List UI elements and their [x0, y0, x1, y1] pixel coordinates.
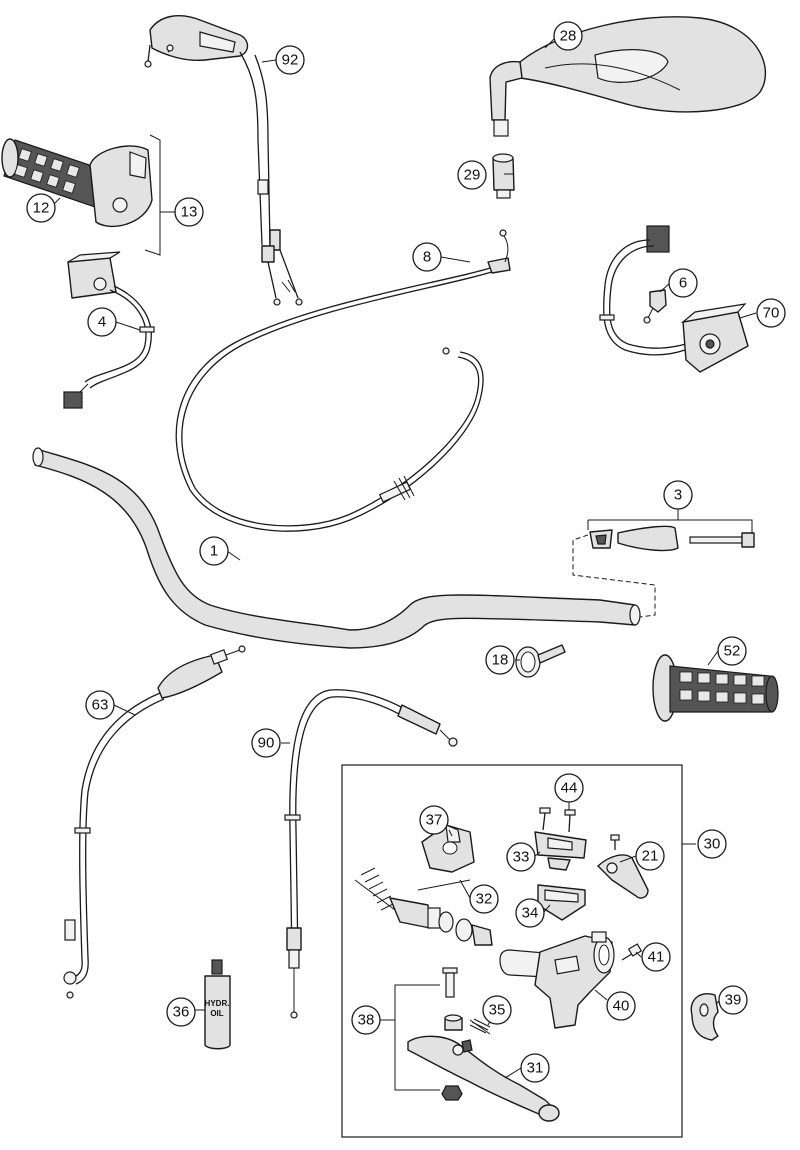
svg-text:70: 70	[763, 305, 780, 322]
svg-text:12: 12	[33, 200, 50, 217]
clutch-hose-part	[284, 689, 458, 1019]
secondary-lever-part	[597, 834, 649, 899]
clutch-cable-loop-part	[175, 229, 511, 532]
bar-end-kit-part	[572, 519, 755, 618]
cover-screws-part	[539, 807, 576, 833]
callout-8: 8	[412, 242, 442, 272]
bottle-label-line2: OIL	[210, 1009, 223, 1018]
svg-text:1: 1	[210, 543, 218, 560]
callout-38: 38	[351, 1005, 381, 1035]
kill-switch-part	[643, 289, 667, 324]
svg-text:3: 3	[674, 487, 682, 504]
master-cylinder-body-part	[499, 931, 615, 1029]
svg-text:37: 37	[426, 812, 443, 829]
callout-39: 39	[718, 985, 748, 1015]
svg-text:38: 38	[358, 1012, 375, 1029]
bellows-part	[537, 884, 586, 921]
svg-text:13: 13	[181, 204, 198, 221]
throttle-cables-part	[144, 14, 303, 306]
svg-text:32: 32	[476, 891, 493, 908]
hot-start-cable-part	[63, 645, 246, 999]
svg-text:30: 30	[704, 836, 721, 853]
mirror-part	[489, 16, 767, 137]
right-switch-part	[599, 225, 749, 373]
callout-41: 41	[641, 942, 671, 972]
callout-52: 52	[717, 636, 747, 666]
pivot-bolt-part	[394, 967, 463, 1101]
callout-92: 92	[275, 45, 305, 75]
svg-text:8: 8	[423, 249, 431, 266]
svg-text:28: 28	[560, 28, 577, 45]
svg-text:90: 90	[258, 735, 275, 752]
handlebar-part	[32, 447, 641, 649]
mirror-adapter-part	[492, 153, 515, 199]
callout-37: 37	[419, 805, 449, 835]
callout-29: 29	[457, 160, 487, 190]
svg-text:21: 21	[642, 848, 659, 865]
svg-text:31: 31	[527, 1060, 544, 1077]
callout-30: 30	[697, 829, 727, 859]
callout-63: 63	[85, 690, 115, 720]
left-switch-part	[63, 251, 155, 409]
bottle-label-line1: HYDR.	[205, 999, 230, 1008]
callout-32: 32	[469, 884, 499, 914]
callout-28: 28	[553, 21, 583, 51]
clutch-lever-part	[407, 1035, 560, 1122]
callout-18: 18	[485, 645, 515, 675]
callout-34: 34	[515, 898, 545, 928]
svg-text:41: 41	[648, 949, 665, 966]
callout-44: 44	[554, 773, 584, 803]
callout-90: 90	[251, 728, 281, 758]
svg-text:52: 52	[724, 643, 741, 660]
adjuster-screw-part	[621, 943, 643, 961]
svg-text:6: 6	[679, 275, 687, 292]
callout-35: 35	[482, 995, 512, 1025]
svg-text:36: 36	[173, 1004, 190, 1021]
callout-70: 70	[756, 298, 786, 328]
svg-text:92: 92	[282, 52, 299, 69]
svg-text:40: 40	[613, 998, 630, 1015]
return-spring-part	[469, 1018, 491, 1035]
callout-40: 40	[606, 991, 636, 1021]
svg-text:63: 63	[92, 697, 109, 714]
svg-text:44: 44	[561, 780, 578, 797]
callout-6: 6	[668, 268, 698, 298]
callout-1: 1	[199, 536, 229, 566]
svg-text:33: 33	[513, 849, 530, 866]
throttle-housing-part	[89, 134, 161, 256]
piston-kit-part	[354, 867, 493, 946]
callout-3: 3	[663, 480, 693, 510]
svg-text:18: 18	[492, 652, 509, 669]
callout-31: 31	[520, 1053, 550, 1083]
callout-21: 21	[635, 841, 665, 871]
svg-text:35: 35	[489, 1002, 506, 1019]
callout-12: 12	[26, 193, 56, 223]
left-grip-part	[652, 654, 779, 722]
cable-tie-part	[515, 644, 566, 678]
svg-text:39: 39	[725, 992, 742, 1009]
lever-cover-part	[690, 993, 719, 1041]
reservoir-cover-part	[534, 831, 587, 871]
callout-36: 36	[166, 997, 196, 1027]
bar-clamp-part	[421, 824, 475, 873]
callout-33: 33	[506, 842, 536, 872]
svg-text:29: 29	[464, 167, 481, 184]
callout-13: 13	[174, 197, 204, 227]
hydraulic-oil-bottle-part: HYDR. OIL	[204, 959, 231, 1050]
clutch-master-cylinder-frame	[341, 764, 683, 1138]
svg-text:34: 34	[522, 905, 539, 922]
svg-text:4: 4	[98, 314, 106, 331]
callout-4: 4	[87, 307, 117, 337]
